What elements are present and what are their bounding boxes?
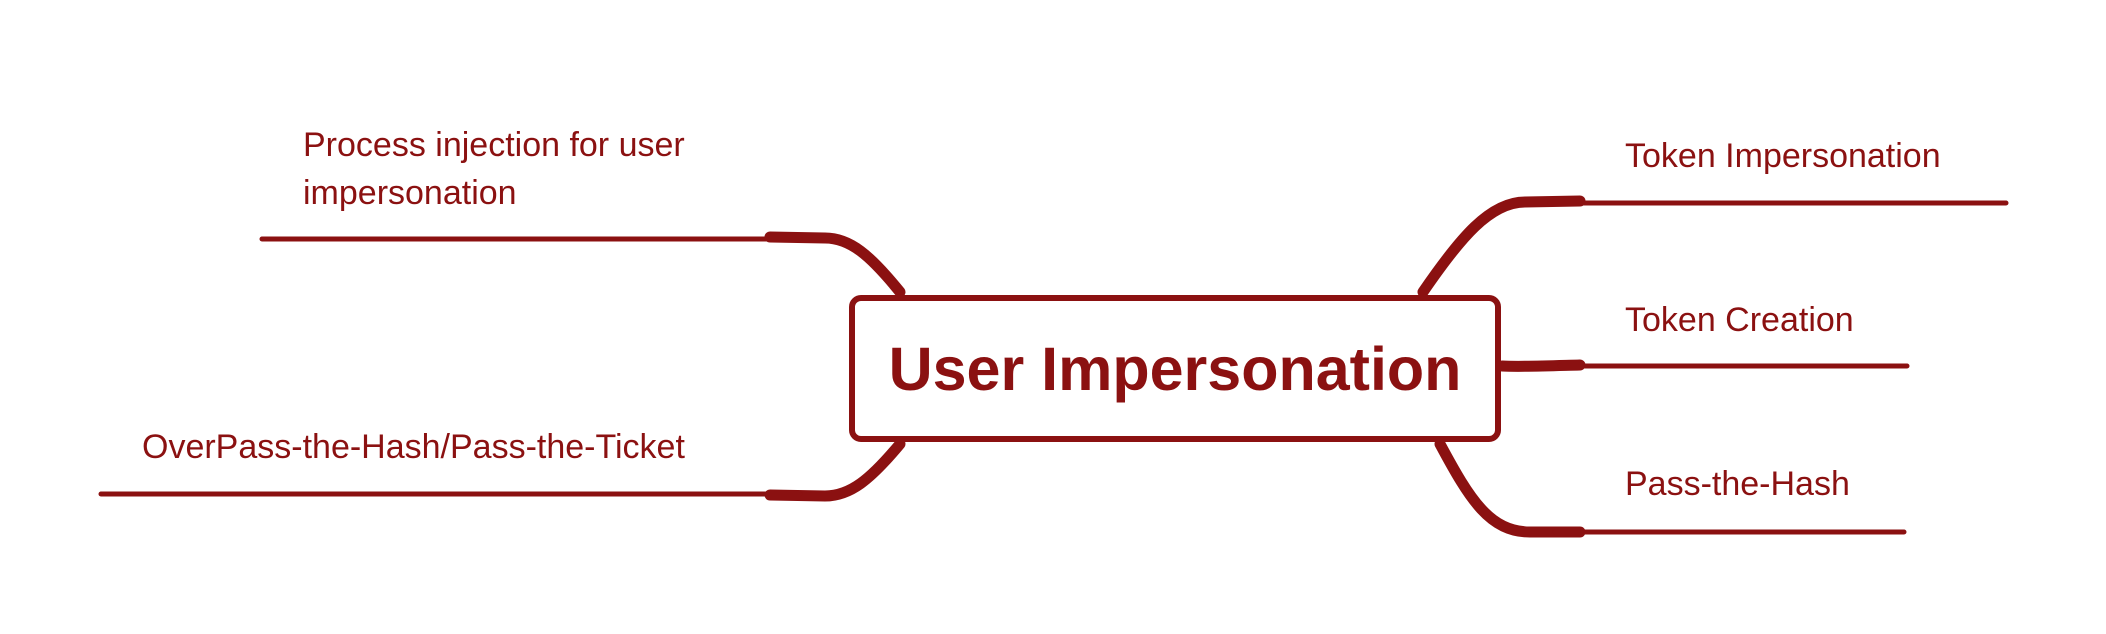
- connector-overpass: [764, 438, 906, 502]
- connector-process-injection: [764, 231, 906, 298]
- branch-label-line: Token Impersonation: [1625, 137, 1941, 175]
- branch-label-line: Process injection for user: [303, 126, 685, 164]
- branch-label-line: impersonation: [303, 174, 517, 212]
- connector-pass-the-hash: [1434, 438, 1586, 538]
- branch-label-line: OverPass-the-Hash/Pass-the-Ticket: [142, 428, 685, 466]
- branch-token-impersonation[interactable]: Token Impersonation: [1625, 132, 1941, 180]
- branch-overpass-the-hash[interactable]: OverPass-the-Hash/Pass-the-Ticket: [142, 423, 685, 471]
- connector-token-impersonation: [1417, 195, 1586, 298]
- branch-label-line: Token Creation: [1625, 301, 1854, 339]
- central-topic-title: User Impersonation: [888, 334, 1462, 403]
- branch-pass-the-hash[interactable]: Pass-the-Hash: [1625, 460, 1850, 508]
- central-topic-node[interactable]: User Impersonation: [849, 295, 1501, 442]
- branch-token-creation[interactable]: Token Creation: [1625, 296, 1854, 344]
- branch-process-injection[interactable]: Process injection for user impersonation: [303, 121, 685, 217]
- branch-label-line: Pass-the-Hash: [1625, 465, 1850, 503]
